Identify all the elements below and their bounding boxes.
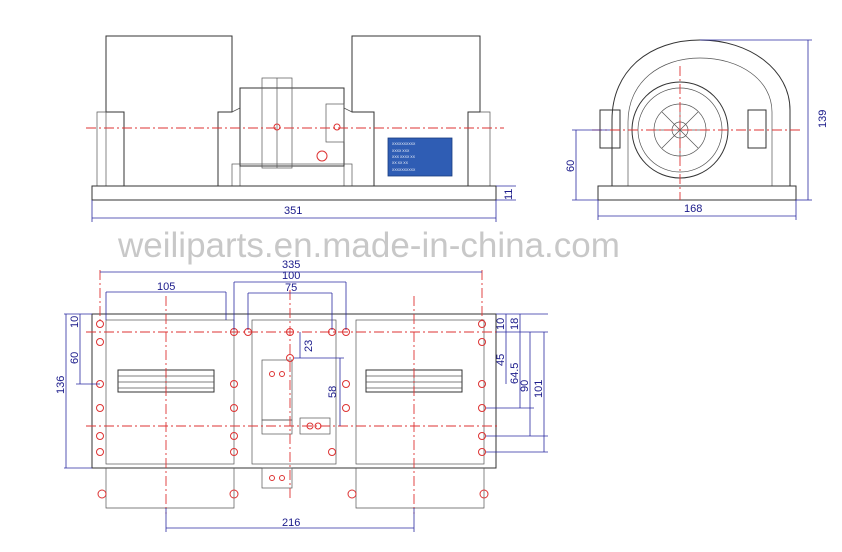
dim-width-351: 351 [284, 205, 302, 217]
dim-span-75: 75 [285, 282, 297, 294]
dim-left-60: 60 [69, 352, 81, 364]
dim-mid-58: 58 [327, 386, 339, 398]
dim-base-11: 11 [503, 189, 515, 200]
dim-right-101: 101 [533, 380, 545, 398]
dim-right-64-5: 64.5 [509, 363, 521, 384]
dim-right-18: 18 [509, 318, 521, 330]
dim-right-10: 10 [495, 318, 507, 330]
nameplate-line-2: XXX XXXX XX [392, 155, 416, 159]
dim-height-139: 139 [817, 110, 829, 128]
dim-right-45: 45 [495, 354, 507, 366]
watermark-text: weiliparts.en.made-in-china.com [117, 226, 620, 265]
dim-right-90: 90 [519, 380, 531, 392]
terminal-icon [316, 150, 328, 162]
nameplate-line-1: XXXX XXX [392, 149, 410, 153]
nameplate: XXXXXXXXXX XXXX XXX XXX XXXX XX XX XX XX… [387, 137, 453, 177]
bottom-view: 335 100 75 105 216 136 10 60 23 58 [55, 259, 548, 532]
dim-span-216: 216 [282, 517, 300, 529]
dim-left-10: 10 [69, 316, 81, 328]
nameplate-line-3: XX XX XX [392, 161, 409, 165]
side-view: 168 139 60 [565, 39, 829, 220]
dim-mount-60: 60 [565, 160, 577, 172]
dim-overall-335: 335 [282, 259, 300, 271]
nameplate-title: XXXXXXXXXX [392, 142, 416, 146]
front-view: XXXXXXXXXX XXXX XXX XXX XXXX XX XX XX XX… [86, 35, 516, 222]
dim-width-168: 168 [684, 203, 702, 215]
nameplate-line-4: XXXXXXXXXX [392, 168, 416, 172]
dim-mid-23: 23 [303, 340, 315, 352]
dim-span-105: 105 [157, 281, 175, 293]
dim-left-136: 136 [55, 376, 67, 394]
dim-span-100: 100 [282, 270, 300, 282]
